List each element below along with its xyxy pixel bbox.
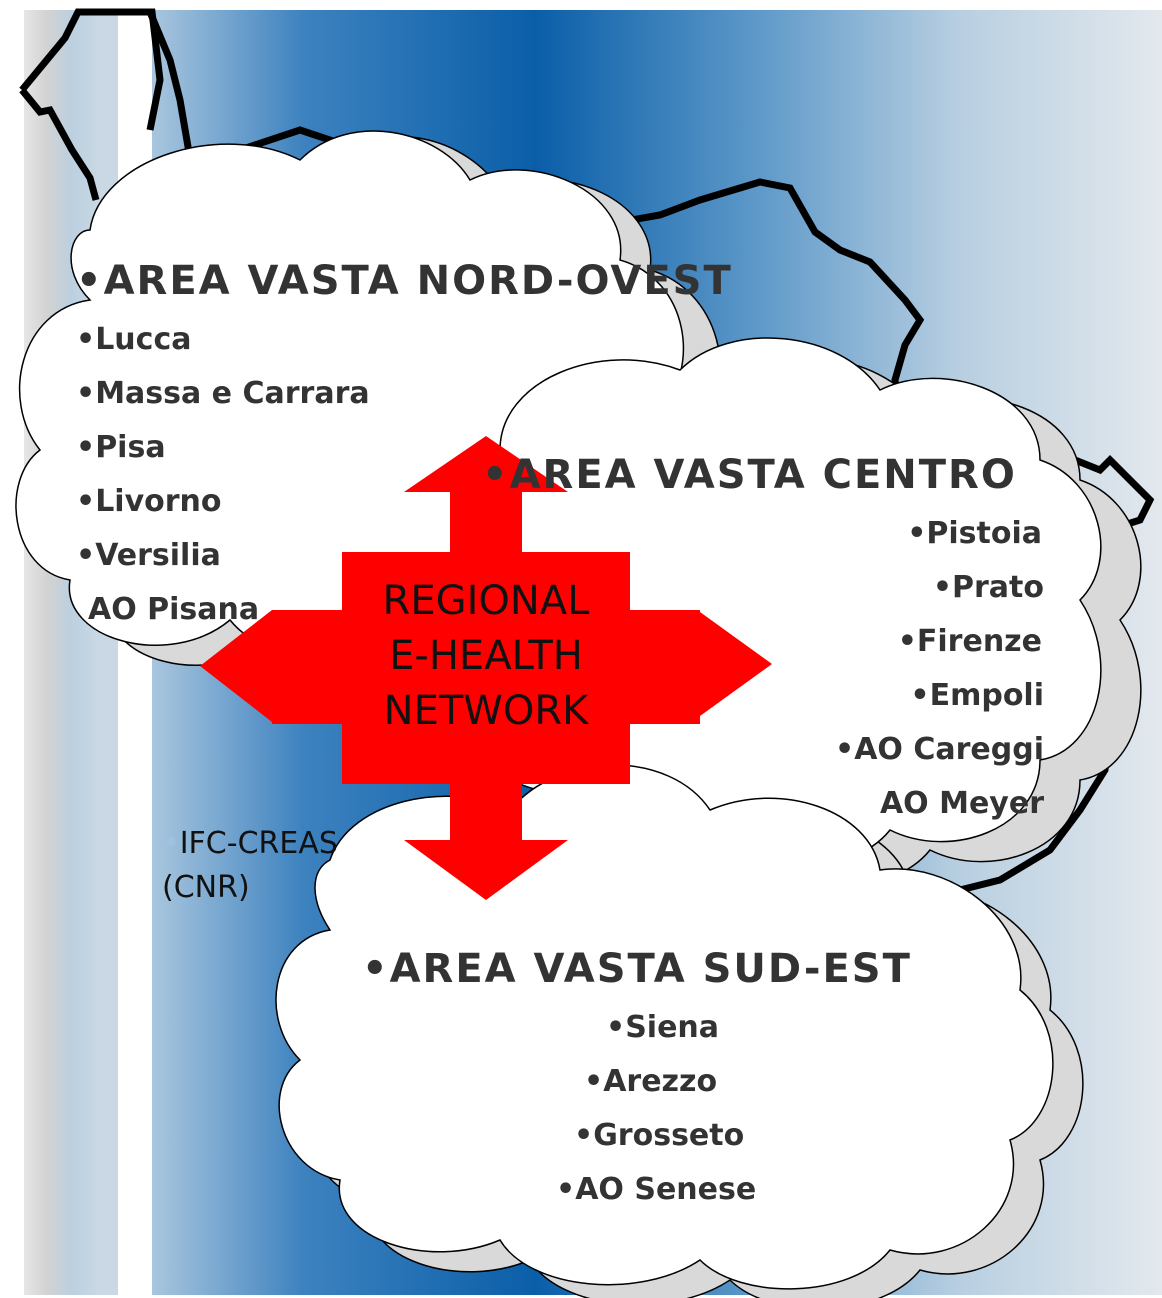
centro-item: •Firenze: [897, 624, 1042, 659]
sud-est-item: •Siena: [606, 1010, 720, 1045]
ifc-creas-label: •IFC-CREAS (CNR): [162, 826, 338, 905]
hub-line: E-HEALTH: [389, 633, 583, 679]
centro-title: •AREA VASTA CENTRO: [482, 452, 1017, 498]
centro-item: •Pistoia: [907, 516, 1042, 551]
centro-item: •Empoli: [910, 678, 1044, 713]
centro-item: AO Meyer: [879, 786, 1044, 821]
cloud-sud-est: [275, 764, 1054, 1290]
nord-ovest-item: •Livorno: [76, 484, 222, 519]
nord-ovest-item: •Lucca: [76, 322, 192, 357]
clouds: [15, 130, 1102, 1290]
sud-est-title: •AREA VASTA SUD-EST: [362, 946, 912, 992]
hub-line: NETWORK: [383, 688, 589, 734]
centro-item: •AO Careggi: [835, 732, 1044, 767]
sud-est-item: •Arezzo: [584, 1064, 718, 1099]
nord-ovest-title: •AREA VASTA NORD-OVEST: [76, 258, 733, 304]
sud-est-item: •Grosseto: [574, 1118, 745, 1153]
sud-est-item: •AO Senese: [556, 1172, 757, 1207]
nord-ovest-item: •Massa e Carrara: [76, 376, 370, 411]
nord-ovest-item: AO Pisana: [88, 592, 260, 627]
four-way-arrow: [200, 436, 772, 900]
hub-label: REGIONAL E-HEALTH NETWORK: [342, 552, 630, 784]
centro-item: •Prato: [932, 570, 1044, 605]
nord-ovest-item: •Pisa: [76, 430, 166, 465]
hub-line: REGIONAL: [382, 578, 590, 624]
nord-ovest-item: •Versilia: [76, 538, 221, 573]
